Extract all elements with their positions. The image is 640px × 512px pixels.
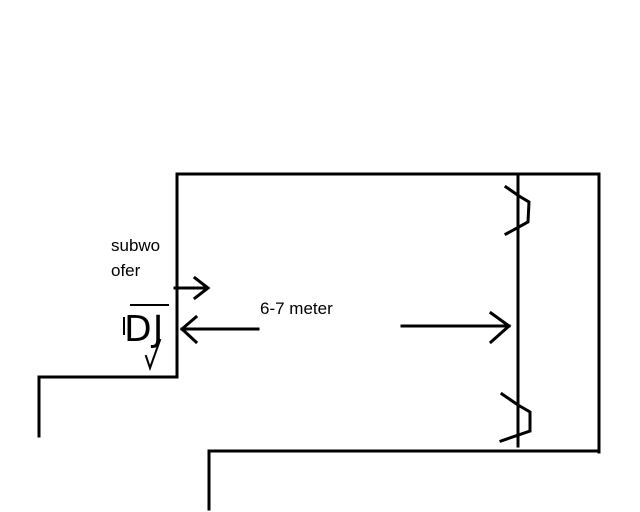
distance-arrow-left-head bbox=[179, 314, 199, 345]
subwoofer-label-line1: subwo bbox=[111, 236, 161, 255]
dj-label: DJ bbox=[124, 309, 165, 350]
speaker-top-icon bbox=[503, 184, 531, 237]
distance-arrow-right-head bbox=[488, 310, 512, 345]
subwoofer-label-line2: ofer bbox=[111, 261, 141, 280]
subwoofer-arrow-head bbox=[192, 275, 211, 301]
left-lower-wall bbox=[37, 375, 179, 438]
bottom-wall bbox=[207, 449, 601, 511]
dj-j-hook bbox=[144, 338, 162, 372]
distance-label: 6-7 meter bbox=[260, 299, 333, 318]
room-wall-top-left bbox=[175, 172, 601, 454]
speaker-bottom-icon bbox=[499, 391, 532, 443]
